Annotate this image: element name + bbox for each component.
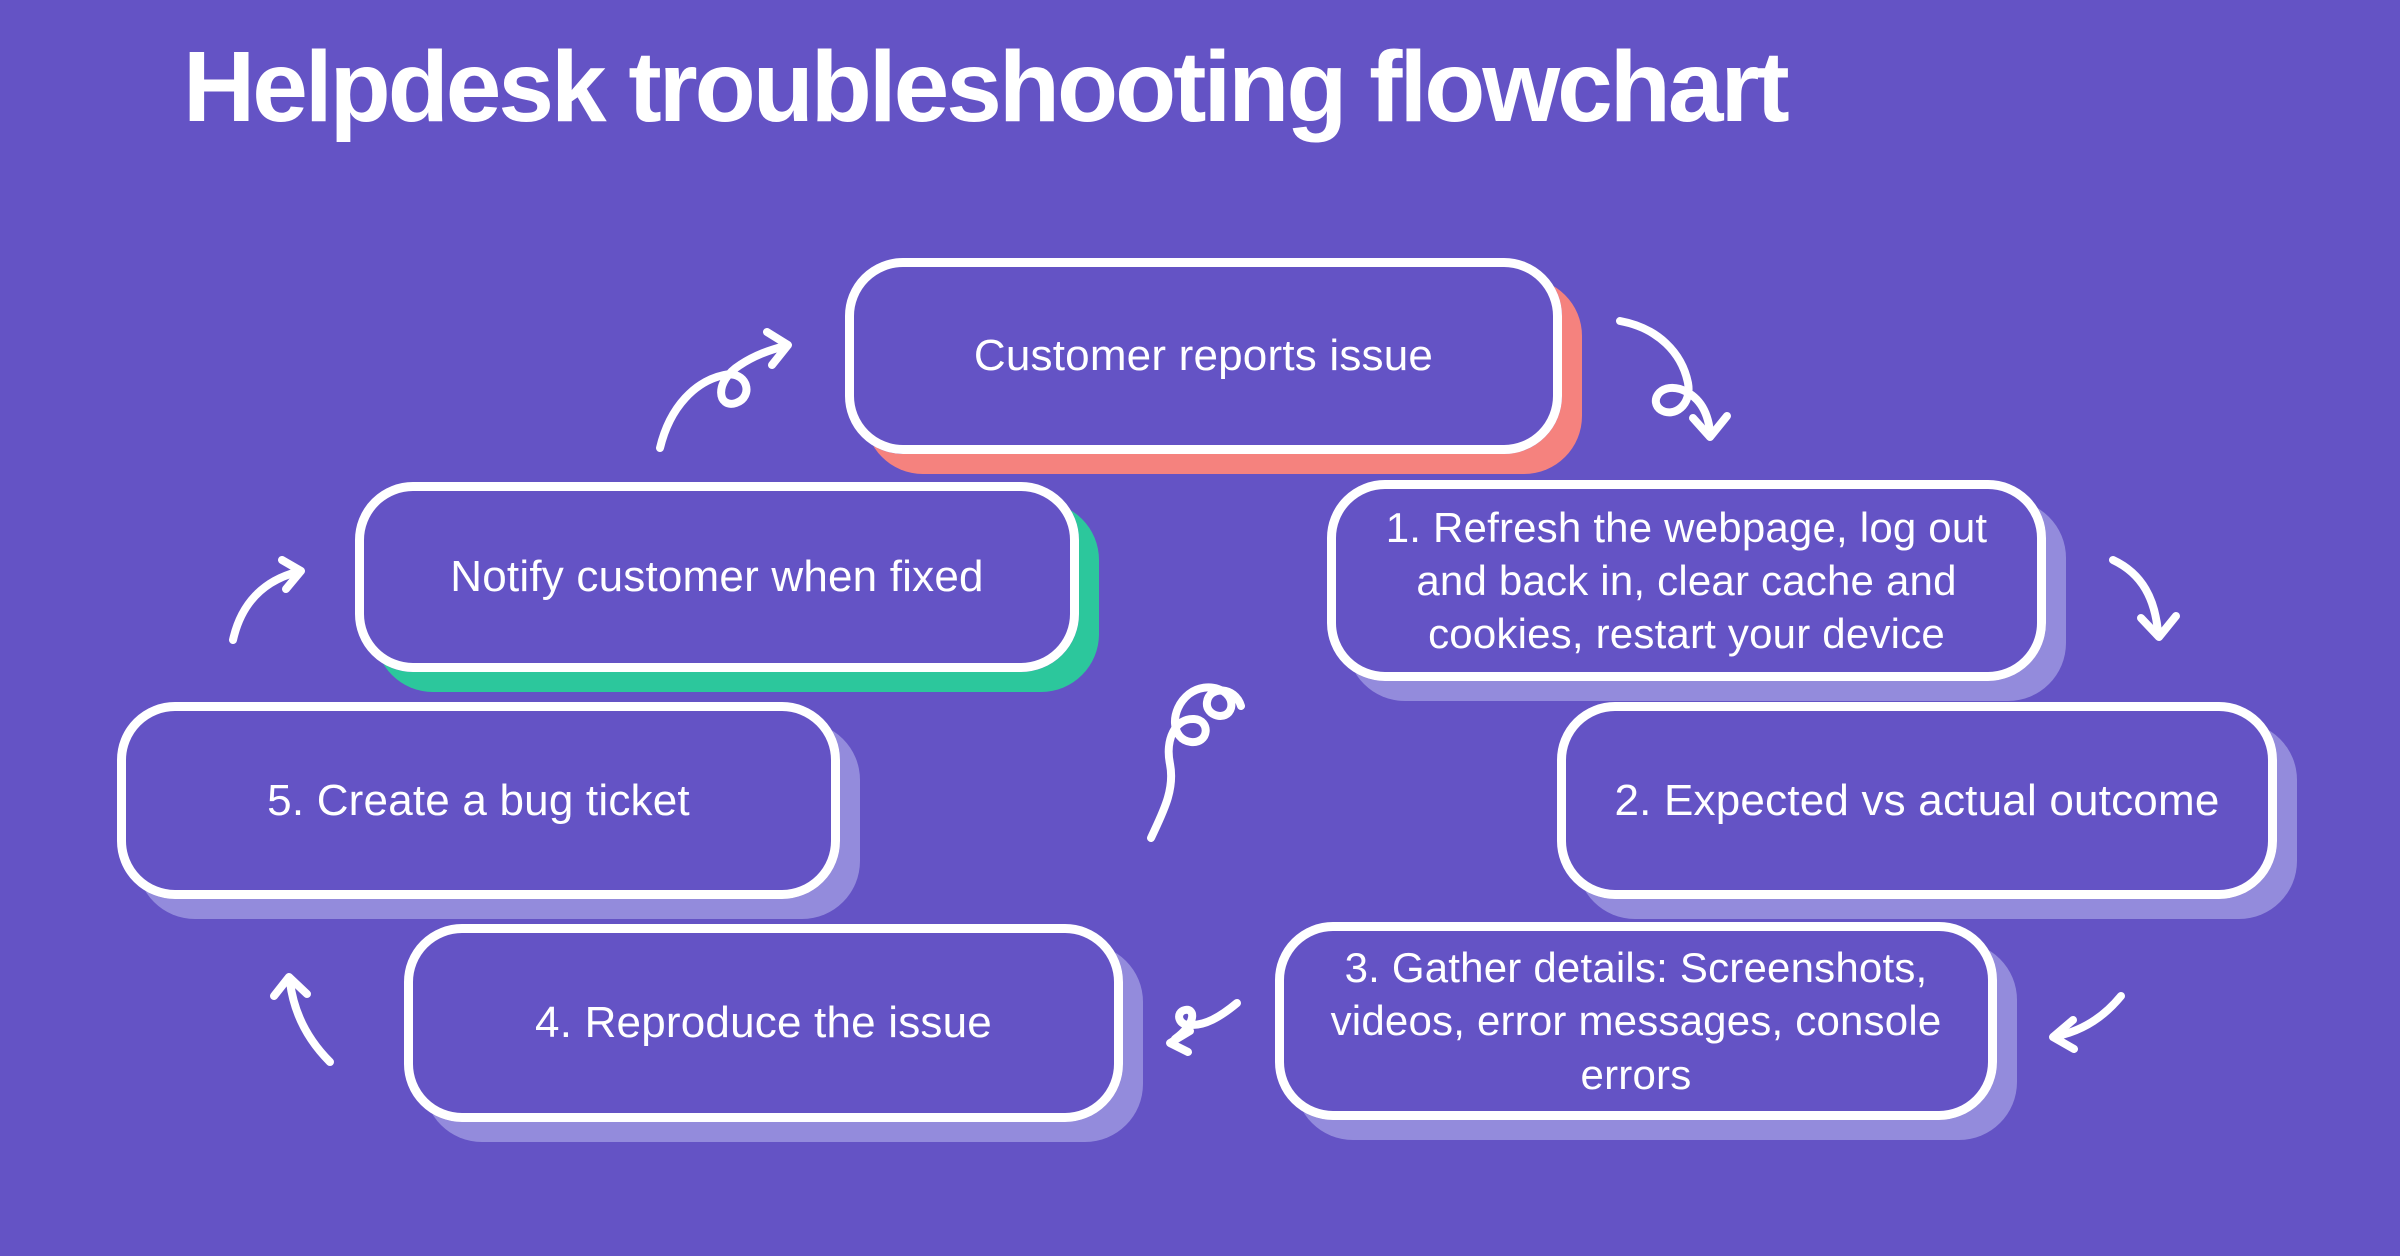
page-title: Helpdesk troubleshooting flowchart [183,31,1790,143]
node-label: Customer reports issue [973,331,1434,381]
looped-arrow-down-left-icon [1153,991,1245,1063]
node-label: Notify customer when fixed [450,552,984,602]
node-step1-refresh: 1. Refresh the webpage, log out and back… [1327,480,2046,681]
looped-arrow-up-right-icon [652,320,814,456]
node-label: 1. Refresh the webpage, log out and back… [1385,503,1988,658]
node-notify-customer: Notify customer when fixed [355,482,1079,672]
curved-arrow-up-right-icon [223,556,319,648]
decorative-squiggle-icon [1143,678,1255,846]
curved-arrow-down-icon [2103,552,2199,648]
node-label: 5. Create a bug ticket [267,775,690,825]
curved-arrow-left-icon [2043,988,2129,1056]
curved-arrow-up-icon [266,968,342,1070]
node-step3-gather-details: 3. Gather details: Screenshots, videos, … [1275,922,1997,1120]
node-step4-reproduce-issue: 4. Reproduce the issue [404,924,1123,1122]
node-step5-create-bug-ticket: 5. Create a bug ticket [117,702,840,899]
node-customer-reports-issue: Customer reports issue [845,258,1562,454]
node-label: 4. Reproduce the issue [535,998,992,1048]
node-label: 2. Expected vs actual outcome [1614,775,2220,825]
looped-arrow-down-right-icon [1612,313,1768,451]
node-label: 3. Gather details: Screenshots, videos, … [1330,944,1942,1098]
node-step2-expected-vs-actual: 2. Expected vs actual outcome [1557,702,2277,899]
